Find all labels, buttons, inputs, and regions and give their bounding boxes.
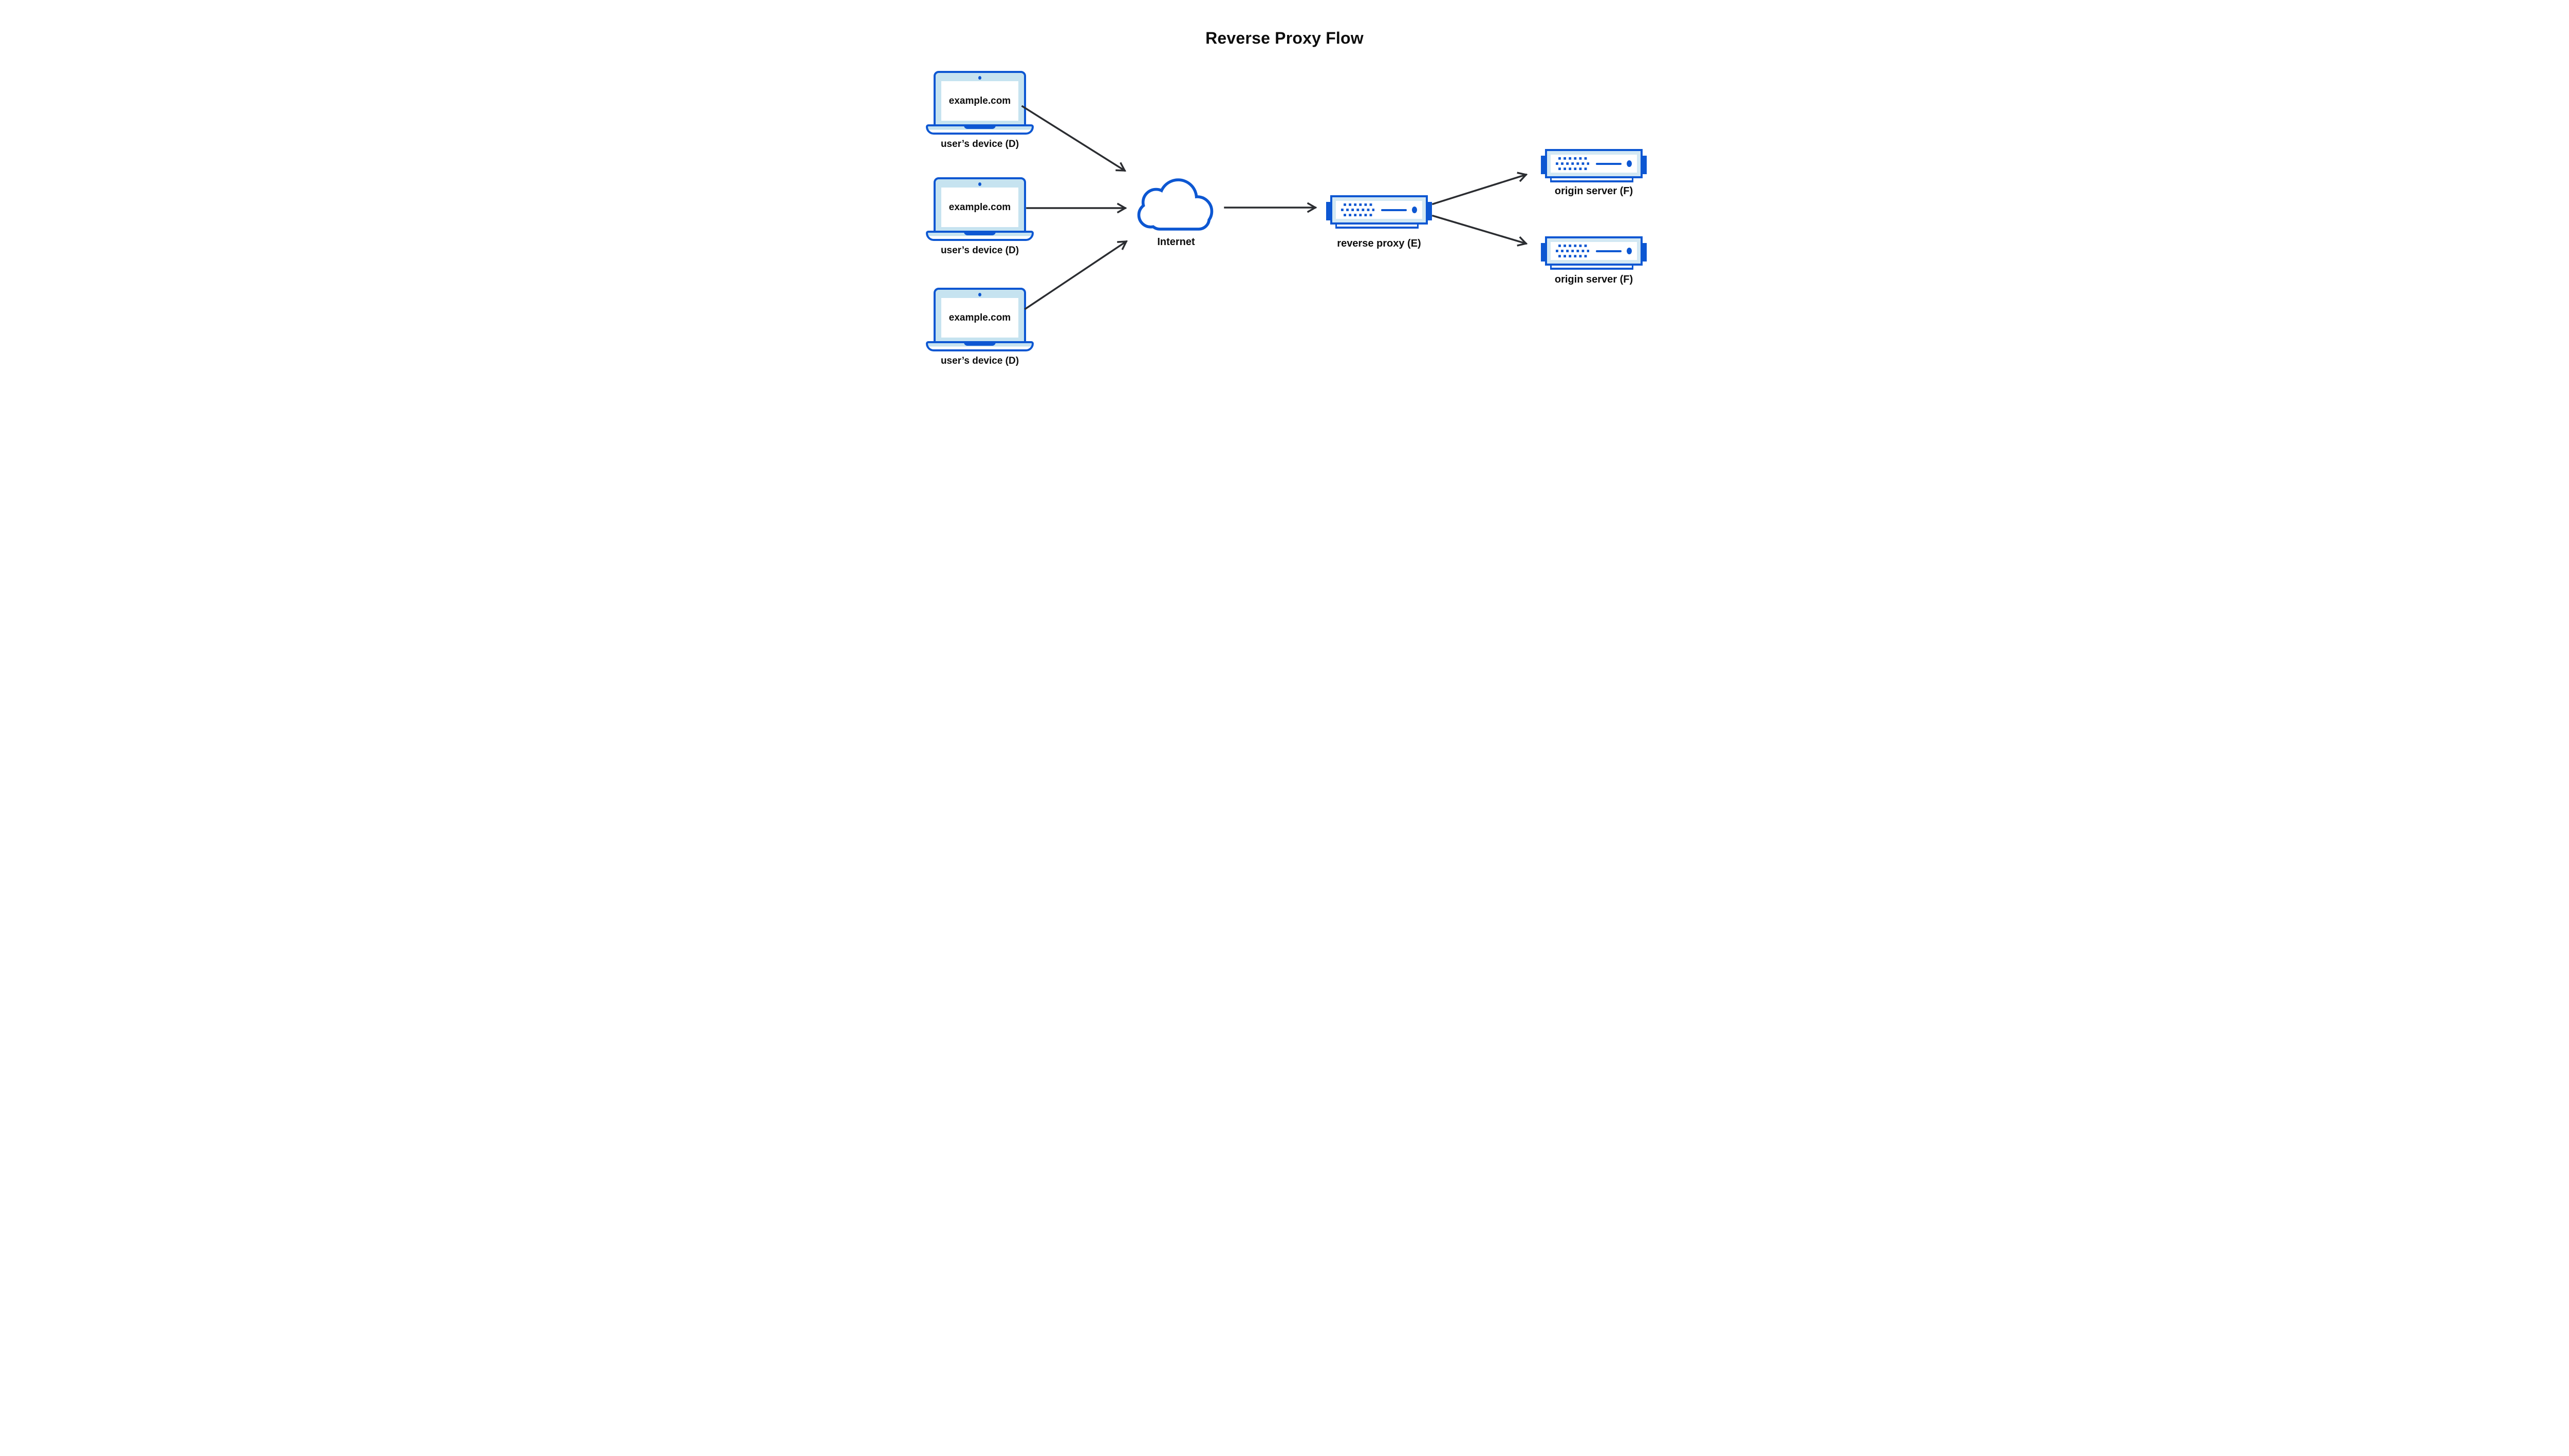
arrow-device2-to-internet [1026, 202, 1127, 214]
user-device-label: user’s device (D) [940, 245, 1019, 256]
camera-dot-icon [978, 293, 981, 296]
laptop-notch-icon [964, 231, 996, 235]
server-box-icon [1545, 236, 1643, 266]
laptop-display: example.com [941, 188, 1018, 227]
origin-server-1-label: origin server (F) [1554, 185, 1633, 197]
vent-checker-icon [1556, 157, 1590, 170]
camera-dot-icon [978, 182, 981, 186]
laptop-display: example.com [941, 81, 1018, 121]
internet-label: Internet [1157, 236, 1195, 248]
server-led-icon [1627, 248, 1632, 254]
vent-checker-icon [1556, 245, 1590, 257]
origin-server-1 [1541, 149, 1647, 192]
reverse-proxy-server [1326, 195, 1432, 238]
user-device-2: example.com user’s device (D) [926, 177, 1034, 259]
arrow-proxy-to-origin1 [1431, 172, 1528, 206]
server-box-icon [1330, 195, 1428, 225]
vent-checker-icon [1341, 203, 1375, 216]
user-device-label: user’s device (D) [940, 139, 1019, 150]
diagram-title: Reverse Proxy Flow [1205, 29, 1364, 47]
laptop-notch-icon [964, 124, 996, 129]
reverse-proxy-label: reverse proxy (E) [1337, 238, 1421, 249]
server-slot-line-icon [1596, 162, 1622, 165]
server-led-icon [1627, 160, 1632, 167]
arrow-internet-to-proxy [1224, 202, 1317, 213]
laptop-screen-icon: example.com [934, 71, 1026, 126]
server-front-panel [1551, 242, 1637, 260]
user-device-label: user’s device (D) [940, 356, 1019, 366]
user-device-1: example.com user’s device (D) [926, 71, 1034, 153]
laptop-screen-icon: example.com [934, 177, 1026, 233]
server-slot-line-icon [1596, 250, 1622, 252]
arrow-proxy-to-origin2 [1431, 214, 1528, 247]
server-slot-line-icon [1381, 209, 1407, 211]
server-front-panel [1336, 201, 1422, 219]
diagram-canvas: Reverse Proxy Flow example.com user’s de… [882, 0, 1687, 403]
laptop-display: example.com [941, 298, 1018, 338]
internet-cloud-icon [1137, 178, 1214, 231]
camera-dot-icon [978, 76, 981, 80]
laptop-screen-icon: example.com [934, 288, 1026, 343]
origin-server-2 [1541, 236, 1647, 279]
server-box-icon [1545, 149, 1643, 178]
origin-server-2-label: origin server (F) [1554, 274, 1633, 285]
server-led-icon [1412, 207, 1417, 213]
user-device-3: example.com user’s device (D) [926, 288, 1034, 370]
server-front-panel [1551, 155, 1637, 173]
laptop-notch-icon [964, 341, 996, 346]
